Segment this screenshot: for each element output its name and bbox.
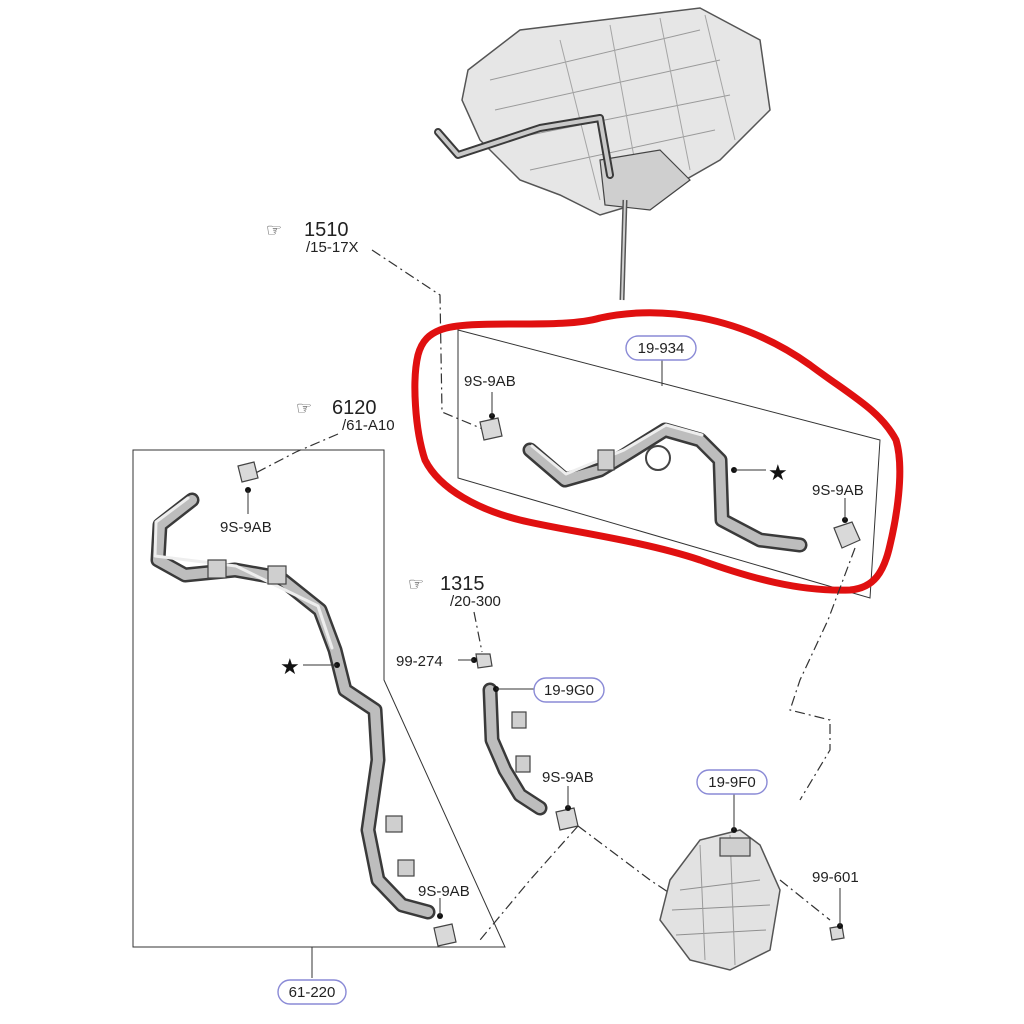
leader-mid-to-left [479, 825, 579, 941]
reference-1315[interactable]: ☞ 1315 /20-300 [408, 573, 501, 610]
pointing-hand-icon: ☞ [266, 220, 282, 241]
reservoir-illustration[interactable] [659, 794, 781, 971]
reference-code: 1510 [304, 219, 349, 241]
clip-9s-9ab-left-top[interactable] [237, 461, 259, 483]
hose-19-9g0-group [458, 653, 579, 831]
leader-right-to-reservoir [789, 547, 856, 801]
leader-reservoir-bolt [779, 879, 831, 921]
clip-label-top-left: 9S-9AB [464, 373, 516, 390]
clip-label-top-right: 9S-9AB [812, 482, 864, 499]
part-label-19-934[interactable]: 19-934 [625, 335, 697, 361]
reference-sub: /15-17X [306, 239, 359, 256]
clip-9s-9ab-top-right[interactable] [833, 521, 861, 549]
leader-1510 [371, 249, 491, 433]
svg-text:19-934: 19-934 [638, 340, 685, 357]
clip-label-left-top: 9S-9AB [220, 519, 272, 536]
clip-label-mid-bottom: 9S-9AB [542, 769, 594, 786]
pointing-hand-icon: ☞ [296, 398, 312, 419]
reference-1510[interactable]: ☞ 1510 /15-17X [266, 219, 359, 256]
svg-text:19-9F0: 19-9F0 [708, 774, 756, 791]
steering-gear-illustration [434, 7, 771, 301]
reference-code: 6120 [332, 397, 377, 419]
reference-6120[interactable]: ☞ 6120 /61-A10 [296, 397, 395, 434]
leader-1315 [473, 611, 483, 653]
clip-label-left-bottom: 9S-9AB [418, 883, 470, 900]
part-label-61-220[interactable]: 61-220 [277, 979, 347, 1005]
clip-9s-9ab-mid-bottom[interactable] [555, 807, 579, 831]
clip-label-reservoir-bolt: 99-601 [812, 869, 859, 886]
reference-sub: /20-300 [450, 593, 501, 610]
highlight-outline [411, 309, 904, 594]
clip-9s-9ab-left-bottom[interactable] [433, 923, 457, 947]
clip-9s-9ab-top-left[interactable] [479, 417, 503, 441]
reference-code: 1315 [440, 573, 485, 595]
star-marker-left: ★ [280, 655, 300, 680]
hose-19-934-group: ★ [457, 329, 881, 599]
leader-mid-to-reservoir [577, 825, 681, 901]
reference-sub: /61-A10 [342, 417, 395, 434]
svg-text:19-9G0: 19-9G0 [544, 682, 594, 699]
part-label-19-9g0[interactable]: 19-9G0 [533, 677, 605, 703]
part-label-19-9f0[interactable]: 19-9F0 [696, 769, 768, 795]
bolt-99-274[interactable] [475, 653, 493, 669]
clip-label-mid-bolt: 99-274 [396, 653, 443, 670]
hose-61-220-group: ★ [132, 449, 506, 978]
leader-6120 [245, 433, 339, 479]
star-marker-top: ★ [768, 461, 788, 486]
pointing-hand-icon: ☞ [408, 574, 424, 595]
svg-text:61-220: 61-220 [289, 984, 336, 1001]
